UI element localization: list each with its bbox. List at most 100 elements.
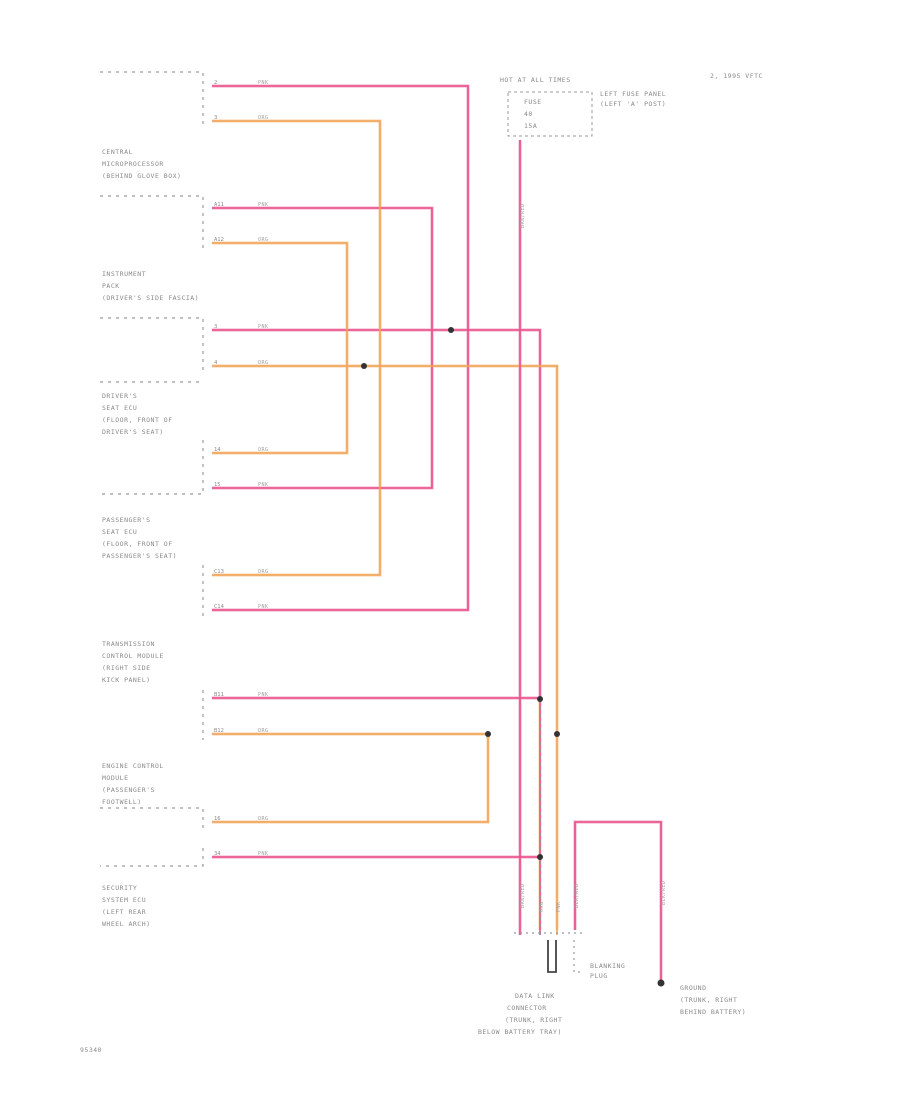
data-link-connector: BLANKING PLUG DATA LINK CONNECTOR (TRUNK…	[478, 932, 625, 1036]
wire-label-instrument-pink: PNK	[258, 324, 269, 330]
wire-label-instrument-orange: ORG	[258, 360, 269, 366]
pink-wire-central-to-driver	[212, 207, 433, 489]
wire-label-top-orange: ORG	[258, 115, 269, 121]
trans-label-1: TRANSMISSION	[102, 640, 155, 648]
ground-label-2: (TRUNK, RIGHT	[680, 996, 737, 1004]
component-labels: CENTRAL MICROPROCESSOR (BEHIND GLOVE BOX…	[102, 148, 199, 928]
blk-red-ground-wire	[574, 821, 662, 980]
splice-security-pink	[537, 854, 543, 860]
trans-label-3: (RIGHT SIDE	[102, 664, 151, 672]
drivers-connector-outline	[100, 440, 204, 495]
instrument-label-3: (DRIVER'S SIDE FASCIA)	[102, 294, 199, 302]
ground-label-3: BEHIND BATTERY)	[680, 1008, 746, 1016]
security-label-3: (LEFT REAR	[102, 908, 146, 916]
dlc-label-1: DATA LINK	[515, 992, 555, 1000]
drivers-label-1: DRIVER'S	[102, 392, 137, 400]
wire-label-pass-orange: ORG	[258, 569, 269, 575]
splices	[361, 327, 665, 987]
engine-connector-outline	[100, 807, 204, 828]
pin-instrument-orange: 4	[214, 360, 218, 366]
pink-wire-top-to-passenger	[212, 85, 469, 611]
drivers-label-2: SEAT ECU	[102, 404, 137, 412]
pin-pass-orange: C13	[214, 569, 224, 575]
orange-wire-central-to-driver	[212, 242, 348, 454]
splice-trans-orange	[554, 731, 560, 737]
orange-wire-top-to-passenger	[212, 120, 381, 576]
instrument-connector-outline	[100, 317, 204, 370]
pin-top-pink: 2	[214, 80, 217, 86]
fuse-box-outline	[507, 91, 593, 137]
engine-label-1: ENGINE CONTROL	[102, 762, 164, 770]
dlc-wire-label-3: PNK	[556, 901, 562, 912]
pass-label-4: PASSENGER'S SEAT)	[102, 552, 177, 560]
pin-trans-pink: B11	[214, 692, 224, 698]
instrument-label-2: PACK	[102, 282, 120, 290]
pass-label-2: SEAT ECU	[102, 528, 137, 536]
wire-label-drivers-orange: ORG	[258, 447, 269, 453]
dlc-label-3: (TRUNK, RIGHT	[505, 1016, 562, 1024]
fuse-line-2: 40	[524, 110, 533, 118]
blanking-plug-outline	[573, 940, 582, 973]
feed-wire-label: BRN/RED	[520, 203, 526, 228]
security-label-2: SYSTEM ECU	[102, 896, 146, 904]
dlc-label-4: BELOW BATTERY TRAY)	[478, 1028, 562, 1036]
pin-pass-pink: C14	[214, 604, 225, 610]
wire-cores	[212, 85, 662, 980]
top-connector-outline	[100, 71, 204, 128]
connector-separators	[100, 71, 204, 867]
fuse-line-1: FUSE	[524, 98, 542, 106]
figure-code: 95340	[80, 1046, 102, 1054]
pin-engine-orange: 16	[214, 816, 221, 822]
central-label-1: CENTRAL	[102, 148, 133, 156]
header-note: 2, 1995 VFTC	[710, 72, 763, 80]
trans-label-2: CONTROL MODULE	[102, 652, 164, 660]
fuse-line-3: 15A	[524, 122, 537, 130]
pin-central-pink: A11	[214, 202, 224, 208]
dlc-label-2: CONNECTOR	[507, 1004, 547, 1012]
ground-point	[657, 979, 665, 987]
wire-label-security-pink: PNK	[258, 851, 269, 857]
blanking-label-2: PLUG	[590, 972, 608, 980]
wire-label-engine-orange: ORG	[258, 816, 269, 822]
fuse-location-1: LEFT FUSE PANEL	[600, 90, 666, 98]
ground-label-1: GROUND	[680, 984, 706, 992]
splice-engine-orange	[485, 731, 491, 737]
dlc-wire-label-2: ORG	[539, 901, 545, 912]
blanking-label-1: BLANKING	[590, 962, 625, 970]
trans-label-4: KICK PANEL)	[102, 676, 151, 684]
dlc-wire-label-4: BLK/RED	[574, 883, 580, 908]
wire-label-trans-orange: ORG	[258, 728, 269, 734]
wire-label-drivers-pink: PNK	[258, 482, 269, 488]
wire-label-central-pink: PNK	[258, 202, 269, 208]
splice-trans-pink	[537, 696, 543, 702]
pink-wire-instrument-to-dlc	[212, 329, 541, 935]
orange-wire-instrument-to-dlc	[212, 365, 558, 935]
pin-trans-orange: B12	[214, 728, 224, 734]
engine-label-4: FOOTWELL)	[102, 798, 142, 806]
engine-label-2: MODULE	[102, 774, 128, 782]
splice-pink	[448, 327, 454, 333]
central-label-2: MICROPROCESSOR	[102, 160, 164, 168]
fuse-title: HOT AT ALL TIMES	[500, 76, 571, 84]
pin-labels: 2 PNK 3 ORG A11 PNK A12 ORG 3 PNK 4 ORG …	[214, 80, 269, 857]
central-label-3: (BEHIND GLOVE BOX)	[102, 172, 181, 180]
security-connector-outline	[100, 848, 204, 867]
fuse-block: HOT AT ALL TIMES FUSE 40 15A LEFT FUSE P…	[500, 72, 763, 137]
instrument-label-1: INSTRUMENT	[102, 270, 146, 278]
ground-wire-label: BLK/RED	[661, 880, 667, 905]
wire-label-trans-pink: PNK	[258, 692, 269, 698]
wire-label-pass-pink: PNK	[258, 604, 269, 610]
security-label-1: SECURITY	[102, 884, 137, 892]
pass-label-3: (FLOOR, FRONT OF	[102, 540, 173, 548]
drivers-label-3: (FLOOR, FRONT OF	[102, 416, 173, 424]
ground-block: GROUND (TRUNK, RIGHT BEHIND BATTERY)	[680, 984, 746, 1016]
pin-instrument-pink: 3	[214, 324, 217, 330]
central-connector-outline	[100, 195, 204, 250]
security-label-4: WHEEL ARCH)	[102, 920, 151, 928]
engine-label-3: (PASSENGER'S	[102, 786, 155, 794]
wire-glow	[212, 84, 663, 980]
pin-top-orange: 3	[214, 115, 217, 121]
pin-central-orange: A12	[214, 237, 224, 243]
